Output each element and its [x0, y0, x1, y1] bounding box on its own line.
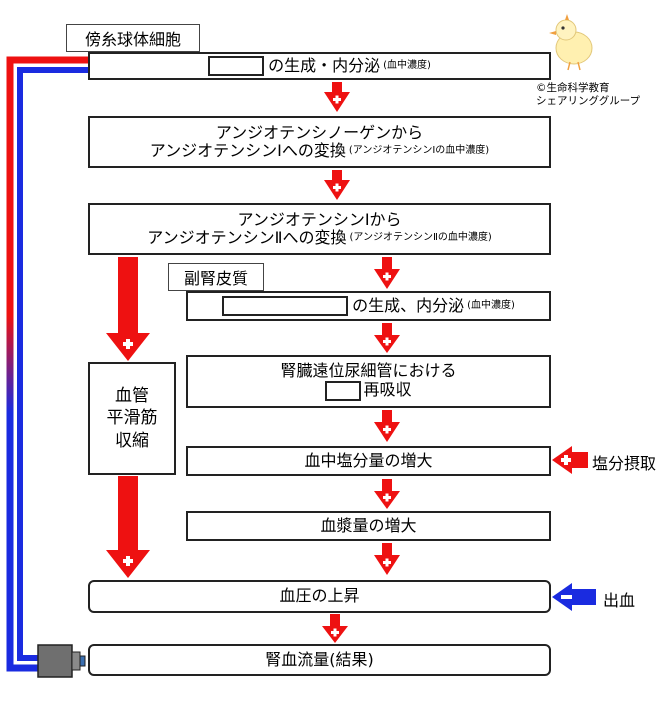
sensor-icon	[37, 644, 86, 678]
salt-blood-text: 血中塩分量の増大	[304, 450, 433, 470]
box-blood-pressure-rise: 血圧の上昇	[88, 580, 551, 613]
label-juxtaglomerular: 傍糸球体細胞	[66, 24, 200, 52]
plus-icon	[383, 272, 391, 281]
vessel-line2: 平滑筋	[106, 408, 158, 429]
box-aldosterone-secretion: の生成、内分泌 (血中濃度)	[186, 291, 551, 321]
plus-icon	[383, 337, 391, 346]
renin-text: の生成・内分泌	[268, 55, 381, 75]
box-angiotensin1-conversion: アンジオテンシノーゲンから アンジオテンシンⅠへの変換 (アンジオテンシンⅠの血…	[88, 116, 551, 168]
bp-text: 血圧の上昇	[279, 586, 360, 606]
renal-flow-text: 腎血流量(結果)	[265, 649, 374, 669]
vessel-line3: 収縮	[115, 430, 149, 451]
box-blood-salt-increase: 血中塩分量の増大	[186, 446, 551, 476]
blank-aldosterone	[222, 296, 349, 316]
plus-icon	[123, 556, 133, 566]
renin-note: (血中濃度)	[383, 60, 431, 72]
plus-icon	[383, 493, 391, 502]
box-renal-blood-flow: 腎血流量(結果)	[88, 644, 551, 676]
plus-icon	[123, 339, 133, 349]
credit-line1: ©生命科学教育	[536, 82, 610, 94]
plus-icons	[123, 95, 571, 637]
ang2-note: (アンジオテンシンⅡの血中濃度)	[349, 232, 492, 244]
reabs-line1: 腎臓遠位尿細管における	[280, 361, 457, 381]
arrow-bleeding	[552, 583, 596, 611]
credit: ©生命科学教育 シェアリンググループ	[536, 82, 640, 108]
ang1-line1: アンジオテンシノーゲンから	[215, 122, 424, 142]
chick-mascot-icon	[549, 14, 593, 71]
plasma-text: 血漿量の増大	[320, 515, 417, 535]
ang2-line2: アンジオテンシンⅡへの変換	[147, 228, 347, 247]
plus-icon	[331, 628, 339, 637]
ang1-line2: アンジオテンシンⅠへの変換	[149, 141, 346, 160]
vessel-line1: 血管	[115, 386, 149, 407]
ang1-note: (アンジオテンシンⅠの血中濃度)	[348, 145, 490, 157]
aldo-note: (血中濃度)	[467, 300, 515, 312]
aldo-text: の生成、内分泌	[352, 295, 465, 315]
feedback-loop	[6, 56, 90, 672]
credit-line2: シェアリンググループ	[536, 95, 641, 108]
label-juxtaglomerular-text: 傍糸球体細胞	[84, 30, 181, 49]
plus-icon	[383, 558, 391, 567]
ang2-line1: アンジオテンシンⅠから	[237, 209, 402, 229]
box-vascular-smooth-muscle: 血管 平滑筋 収縮	[88, 362, 176, 475]
blank-reabsorbed-ion	[325, 380, 362, 401]
box-angiotensin2-conversion: アンジオテンシンⅠから アンジオテンシンⅡへの変換 (アンジオテンシンⅡの血中濃…	[88, 203, 551, 255]
box-plasma-increase: 血漿量の増大	[186, 511, 551, 541]
label-adrenal-cortex: 副腎皮質	[168, 263, 264, 291]
side-salt-intake: 塩分摂取	[592, 454, 657, 473]
label-adrenal-cortex-text: 副腎皮質	[183, 269, 248, 288]
minus-icon	[561, 595, 572, 599]
plus-icon	[383, 425, 391, 434]
plus-icon	[333, 183, 341, 192]
box-distal-tubule-reabsorption: 腎臓遠位尿細管における 再吸収	[186, 355, 551, 408]
box-renin-secretion: の生成・内分泌 (血中濃度)	[88, 52, 551, 80]
reabs-line2: 再吸収	[363, 380, 412, 400]
blank-renin	[208, 56, 265, 76]
plus-icon	[561, 455, 571, 465]
side-bleeding: 出血	[603, 591, 636, 610]
plus-icon	[333, 95, 341, 104]
